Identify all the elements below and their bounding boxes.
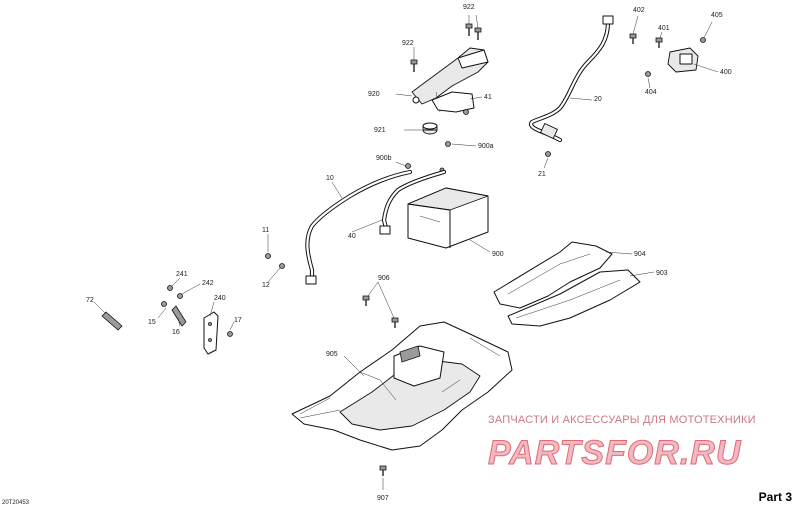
bolt-907 — [379, 465, 387, 476]
callout-16: 16 — [172, 329, 180, 336]
callout-900: 900 — [492, 251, 504, 258]
bracket-920 — [411, 47, 489, 113]
callout-905: 905 — [326, 351, 338, 358]
callout-900b: 900b — [376, 155, 392, 162]
callout-920: 920 — [368, 91, 380, 98]
callout-10: 10 — [326, 175, 334, 182]
callout-242: 242 — [202, 280, 214, 287]
solenoid-400 — [645, 37, 706, 77]
callout-labels: 922 922 920 41 921 900b 900a 10 40 900 1… — [86, 4, 732, 502]
cable-10 — [305, 169, 413, 285]
watermark-tagline: ЗАПЧАСТИ И АКСЕССУАРЫ ДЛЯ МОТОТЕХНИКИ — [488, 414, 756, 426]
callout-11: 11 — [262, 227, 269, 234]
callout-17: 17 — [234, 317, 242, 324]
leader-lines — [93, 15, 719, 490]
bracket-240 — [203, 311, 219, 355]
fastener-11-12 — [265, 253, 285, 269]
shield-904 — [493, 241, 613, 309]
callout-240: 240 — [214, 295, 226, 302]
drawing-number: 20T20453 — [2, 500, 30, 506]
cable-40 — [379, 169, 447, 235]
callout-72: 72 — [86, 297, 94, 304]
tray-905 — [291, 321, 513, 451]
callout-40: 40 — [348, 233, 356, 240]
bolt-922-top — [465, 14, 482, 40]
callout-41: 41 — [484, 94, 492, 101]
rail-903 — [507, 269, 641, 327]
callout-400: 400 — [720, 69, 732, 76]
callout-20: 20 — [594, 96, 602, 103]
battery-900 — [407, 187, 489, 249]
watermark-logo-text: PARTSFOR.RU — [488, 434, 742, 472]
bolt-906 — [362, 295, 399, 328]
callout-21: 21 — [538, 171, 546, 178]
bolt-402-401 — [629, 33, 663, 48]
callout-402: 402 — [633, 7, 645, 14]
callout-903: 903 — [656, 270, 668, 277]
callout-921: 921 — [374, 127, 386, 134]
clamp-41 — [431, 91, 475, 115]
watermark-logo: PARTSFOR.RU — [488, 434, 742, 473]
callout-907: 907 — [377, 495, 389, 502]
callout-12: 12 — [262, 282, 270, 289]
callout-904: 904 — [634, 251, 646, 258]
cable-20 — [528, 15, 614, 157]
part-tag: Part 3 — [758, 490, 792, 504]
callout-906: 906 — [378, 275, 390, 282]
callout-404: 404 — [645, 89, 657, 96]
callout-922-top: 922 — [463, 4, 475, 11]
callout-922: 922 — [402, 40, 414, 47]
bolt-72 — [101, 311, 123, 331]
callout-15: 15 — [148, 319, 156, 326]
nut-921 — [422, 122, 438, 135]
callout-405: 405 — [711, 12, 723, 19]
screw-900b — [445, 141, 451, 147]
bolt-922-left — [410, 59, 418, 72]
callout-900a: 900a — [478, 143, 494, 150]
callout-401: 401 — [658, 25, 670, 32]
callout-241: 241 — [176, 271, 188, 278]
